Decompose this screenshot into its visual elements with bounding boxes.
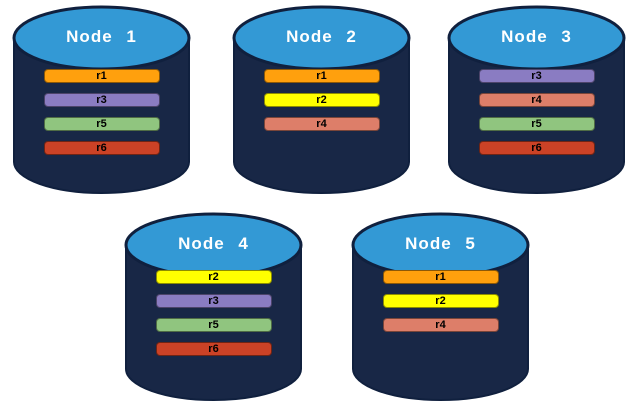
replica-label: r1 bbox=[96, 70, 107, 82]
node-title: Node 5 bbox=[405, 234, 476, 253]
replica-bar: r4 bbox=[263, 117, 380, 131]
node-cylinder: Node 2 r1 r2 r4 bbox=[231, 5, 412, 195]
replica-bar: r3 bbox=[155, 294, 272, 308]
replica-bar: r2 bbox=[155, 270, 272, 284]
replica-label: r3 bbox=[531, 70, 542, 82]
replica-label: r2 bbox=[435, 295, 446, 307]
replica-label: r3 bbox=[208, 295, 219, 307]
replica-bar: r3 bbox=[478, 69, 595, 83]
replica-label: r6 bbox=[208, 343, 219, 355]
replica-bar-list: r1 r3 r5 r6 bbox=[11, 69, 192, 165]
replica-bar: r1 bbox=[43, 69, 160, 83]
replica-bar: r3 bbox=[43, 93, 160, 107]
replica-bar: r6 bbox=[155, 342, 272, 356]
replica-label: r4 bbox=[316, 118, 327, 130]
replica-label: r2 bbox=[316, 94, 327, 106]
replica-bar: r4 bbox=[478, 93, 595, 107]
node-title: Node 2 bbox=[286, 27, 357, 46]
node-title: Node 3 bbox=[501, 27, 572, 46]
replica-bar-list: r1 r2 r4 bbox=[231, 69, 412, 141]
replica-label: r4 bbox=[531, 94, 542, 106]
replica-bar: r4 bbox=[382, 318, 499, 332]
replica-label: r5 bbox=[531, 118, 542, 130]
replica-bar: r2 bbox=[263, 93, 380, 107]
node-title: Node 4 bbox=[178, 234, 249, 253]
replica-label: r1 bbox=[316, 70, 327, 82]
node-cylinder: Node 4 r2 r3 r5 r6 bbox=[123, 212, 304, 402]
replica-label: r2 bbox=[208, 271, 219, 283]
replica-label: r5 bbox=[96, 118, 107, 130]
replica-bar-list: r2 r3 r5 r6 bbox=[123, 270, 304, 366]
replica-label: r6 bbox=[96, 142, 107, 154]
replica-bar: r5 bbox=[43, 117, 160, 131]
replica-bar-list: r1 r2 r4 bbox=[350, 270, 531, 342]
replica-label: r5 bbox=[208, 319, 219, 331]
node-cylinder: Node 5 r1 r2 r4 bbox=[350, 212, 531, 402]
node-cylinder: Node 3 r3 r4 r5 r6 bbox=[446, 5, 627, 195]
replica-label: r6 bbox=[531, 142, 542, 154]
replica-bar: r6 bbox=[43, 141, 160, 155]
replica-bar: r5 bbox=[155, 318, 272, 332]
replica-label: r1 bbox=[435, 271, 446, 283]
replica-bar-list: r3 r4 r5 r6 bbox=[446, 69, 627, 165]
node-cylinder: Node 1 r1 r3 r5 r6 bbox=[11, 5, 192, 195]
replica-bar: r5 bbox=[478, 117, 595, 131]
replica-bar: r1 bbox=[382, 270, 499, 284]
replica-bar: r2 bbox=[382, 294, 499, 308]
node-title: Node 1 bbox=[66, 27, 137, 46]
replica-bar: r1 bbox=[263, 69, 380, 83]
replica-label: r4 bbox=[435, 319, 446, 331]
replica-bar: r6 bbox=[478, 141, 595, 155]
replica-label: r3 bbox=[96, 94, 107, 106]
